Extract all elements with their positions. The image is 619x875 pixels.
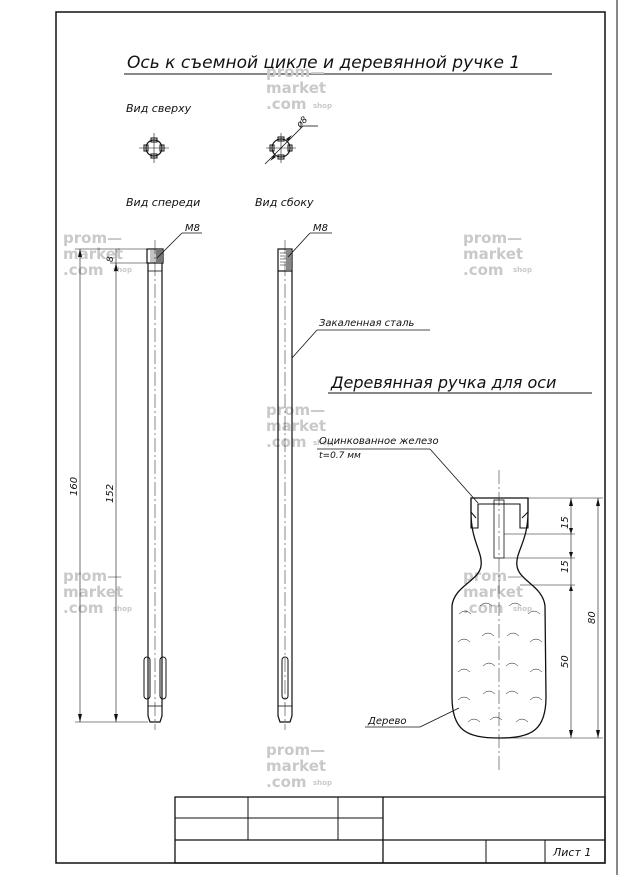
svg-text:prom—: prom— [266, 741, 325, 759]
note-ferrule-thickness: t=0.7 мм [319, 451, 361, 461]
dim-ferrule-height: 15 [560, 516, 571, 529]
svg-text:.com: .com [266, 433, 307, 451]
svg-text:.com: .com [266, 773, 307, 791]
watermark-3: prom— market .com shop [463, 229, 532, 279]
svg-text:market: market [463, 583, 523, 601]
svg-text:shop: shop [113, 266, 132, 274]
svg-text:.com: .com [463, 261, 504, 279]
svg-text:market: market [63, 245, 123, 263]
watermark-6: prom— market .com shop [463, 567, 532, 617]
svg-text:market: market [463, 245, 523, 263]
svg-text:prom—: prom— [266, 401, 325, 419]
axle-side-view [277, 232, 430, 730]
axle-front-view [75, 232, 202, 730]
svg-text:prom—: prom— [63, 567, 122, 585]
note-ferrule-material: Оцинкованное железо [319, 436, 439, 447]
svg-text:.com: .com [63, 599, 104, 617]
svg-text:shop: shop [113, 605, 132, 613]
label-front-view: Вид спереди [126, 196, 200, 209]
top-view-right [264, 125, 318, 165]
svg-text:.com: .com [463, 599, 504, 617]
svg-text:prom—: prom— [463, 567, 522, 585]
wooden-handle [365, 470, 603, 770]
svg-text:.com: .com [63, 261, 104, 279]
dim-thread-length: 8 [106, 256, 116, 262]
dim-grip-height: 50 [560, 655, 571, 668]
watermark-5: prom— market .com shop [63, 567, 132, 617]
svg-text:shop: shop [313, 779, 332, 787]
watermark-4: prom— market .com shop [266, 401, 332, 451]
svg-text:market: market [266, 417, 326, 435]
drawing-title: Ось к съемной цикле и деревянной ручке 1 [127, 53, 520, 73]
dim-handle-total: 80 [587, 611, 598, 624]
handle-title: Деревянная ручка для оси [330, 373, 556, 392]
dim-thread-label-side: M8 [313, 223, 328, 234]
label-top-view: Вид сверху [126, 102, 192, 115]
label-side-view: Вид сбоку [255, 196, 314, 209]
svg-text:.com: .com [266, 95, 307, 113]
sheet-number: Лист 1 [552, 846, 591, 859]
svg-text:prom—: prom— [463, 229, 522, 247]
svg-text:shop: shop [513, 266, 532, 274]
dim-shaft-length: 152 [105, 484, 116, 503]
dim-total-length: 160 [69, 477, 80, 496]
note-material-steel: Закаленная сталь [319, 318, 414, 329]
diameter-label: ø8 [294, 115, 310, 131]
dim-thread-label-front: M8 [185, 223, 200, 234]
note-material-wood: Дерево [367, 716, 406, 727]
svg-text:market: market [63, 583, 123, 601]
watermark-7: prom— market .com shop [266, 741, 332, 791]
svg-text:prom—: prom— [266, 63, 325, 81]
title-block [174, 796, 606, 864]
svg-text:shop: shop [313, 102, 332, 110]
svg-text:market: market [266, 757, 326, 775]
svg-text:prom—: prom— [63, 229, 122, 247]
watermark-1: prom— market .com shop [266, 63, 332, 113]
dim-neck-height: 15 [560, 560, 571, 573]
watermark-2: prom— market .com shop [63, 229, 132, 279]
svg-text:shop: shop [513, 605, 532, 613]
svg-text:market: market [266, 79, 326, 97]
top-view-left [139, 133, 169, 163]
svg-text:shop: shop [313, 439, 332, 447]
